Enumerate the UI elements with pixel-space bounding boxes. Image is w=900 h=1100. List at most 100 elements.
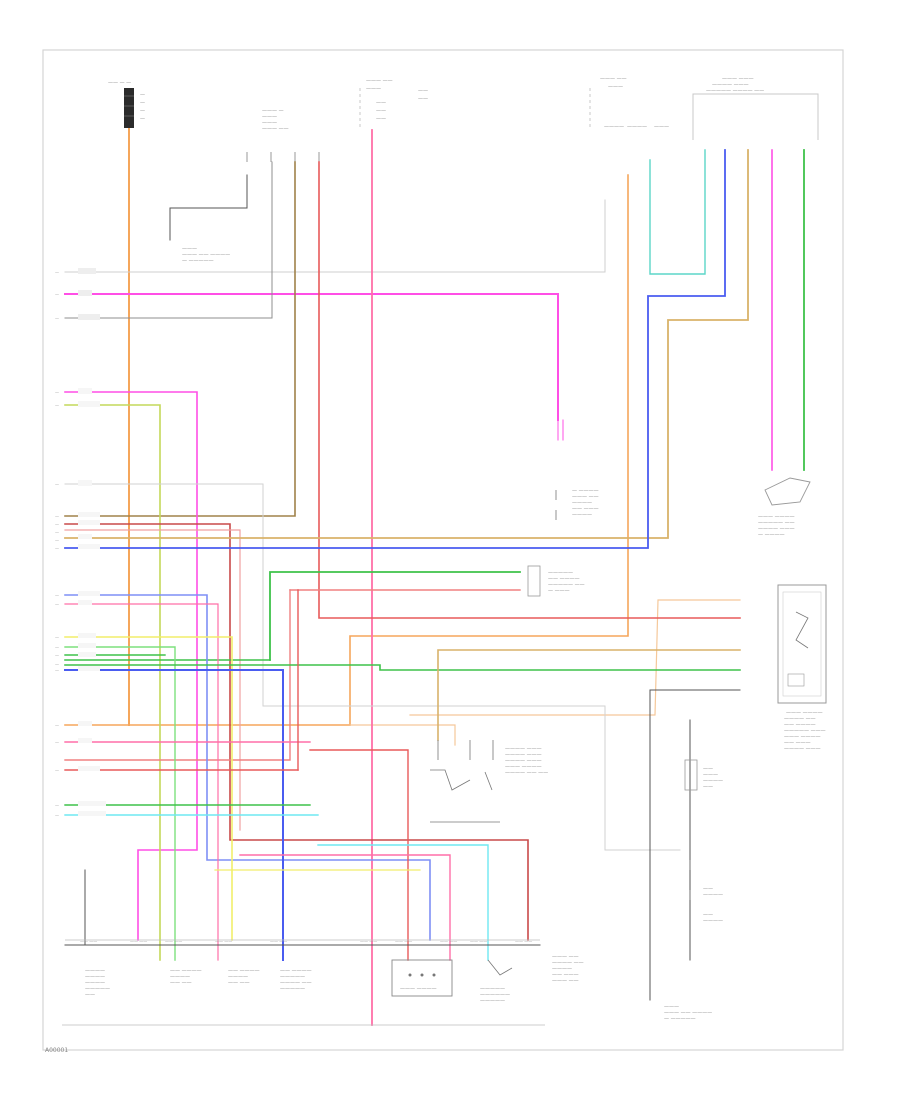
svg-text:——— ————: ——— ————	[784, 734, 821, 740]
svg-text:—————: —————	[280, 986, 305, 992]
svg-text:——: ——	[376, 108, 386, 114]
svg-text:—: —	[140, 116, 145, 122]
left-pin-labels: — — — — — — — — — — — — — — — — — — — — …	[55, 270, 59, 818]
svg-text:—: —	[55, 482, 59, 487]
top-right-module: ——— ——— ———— ——— ————— ———— ——	[692, 76, 819, 140]
svg-text:——— ——: ——— ——	[572, 494, 599, 500]
svg-text:———: ———	[664, 1004, 679, 1010]
svg-text:——: ——	[703, 784, 713, 790]
mid-relay: ————— —— ———— ————— —— — ———	[527, 565, 585, 597]
relay-box: ——— ———— ———— —— —— ———— ————— ——— ——— —…	[777, 584, 827, 752]
svg-text:—: —	[55, 645, 59, 650]
svg-text:—— ————: —— ————	[784, 722, 816, 728]
svg-text:—— ——: —— ——	[395, 939, 412, 944]
svg-text:————: ————	[703, 892, 723, 898]
svg-text:—: —	[55, 292, 59, 297]
top-left-connector: —— — — — — — —	[108, 80, 145, 145]
svg-text:———— ——: ———— ——	[552, 960, 584, 966]
svg-text:—————: —————	[280, 974, 305, 980]
svg-text:—: —	[55, 403, 59, 408]
svg-text:—: —	[55, 803, 59, 808]
svg-text:——: ——	[418, 88, 428, 94]
svg-text:——— ——: ——— ——	[600, 76, 627, 82]
svg-text:—: —	[140, 108, 145, 114]
svg-text:—: —	[55, 538, 59, 543]
svg-text:———: ———	[182, 246, 197, 252]
svg-text:———: ———	[262, 114, 277, 120]
svg-text:—— ——: —— ——	[165, 939, 182, 944]
ignition-fuse-connector: ——— —— ——— —— —— —— —— ——	[359, 78, 428, 130]
svg-text:——— ——: ——— ——	[262, 126, 289, 132]
svg-text:—: —	[55, 635, 59, 640]
svg-text:———— ———: ———— ———	[505, 746, 542, 752]
svg-text:——— —: ——— —	[262, 108, 284, 114]
svg-text:—— ———: —— ———	[784, 740, 811, 746]
bottom-connector-row: —— —— —— —— —— —— —— —— —— —— —— —— —— —…	[62, 939, 545, 1026]
svg-text:—: —	[55, 813, 59, 818]
wire-color-labels	[78, 268, 106, 816]
svg-text:—: —	[55, 316, 59, 321]
svg-text:—: —	[55, 390, 59, 395]
svg-text:—————: —————	[85, 986, 110, 992]
svg-text:————: ————	[703, 778, 723, 784]
top-right-small-connector: ——— —— ———	[589, 76, 627, 130]
svg-text:————: ————	[703, 918, 723, 924]
svg-text:—: —	[55, 546, 59, 551]
svg-text:—: —	[55, 653, 59, 658]
svg-text:—— ——: —— ——	[215, 939, 232, 944]
svg-text:——— —— ————: ——— —— ————	[182, 252, 230, 258]
svg-text:—— ———: —— ———	[552, 972, 579, 978]
svg-text:——— ————: ——— ————	[786, 710, 823, 716]
svg-text:———— ———: ———— ———	[758, 526, 795, 532]
svg-text:————: ————	[170, 974, 190, 980]
diagram-frame	[42, 49, 844, 1051]
svg-text:————: ————	[85, 974, 105, 980]
svg-text:———: ———	[608, 84, 623, 90]
svg-text:— —————: — —————	[664, 1016, 696, 1022]
svg-text:—————: —————	[480, 986, 505, 992]
svg-text:————— ——: ————— ——	[758, 520, 795, 526]
svg-text:—: —	[55, 593, 59, 598]
svg-text:— ———: — ———	[548, 588, 570, 594]
right-sensor-component: ——— ———— ————— —— ———— ——— — ————	[758, 477, 811, 538]
svg-text:————: ————	[572, 500, 592, 506]
svg-text:————: ————	[572, 512, 592, 518]
svg-text:—: —	[140, 92, 145, 98]
svg-text:———— —— ——: ———— —— ——	[505, 770, 548, 776]
wires	[64, 129, 805, 1026]
svg-text:—: —	[55, 602, 59, 607]
svg-text:—: —	[55, 270, 59, 275]
svg-text:——: ——	[418, 96, 428, 102]
svg-text:————— ———: ————— ———	[784, 728, 826, 734]
svg-text:————: ————	[85, 968, 105, 974]
svg-text:————: ————	[228, 974, 248, 980]
svg-text:——— ——: ——— ——	[552, 978, 579, 984]
svg-text:——: ——	[703, 766, 713, 772]
svg-text:————: ————	[604, 124, 624, 130]
svg-text:———— ——: ———— ——	[280, 980, 312, 986]
svg-text:—: —	[55, 668, 59, 673]
svg-text:——: ——	[703, 912, 713, 918]
svg-text:——: ——	[85, 992, 95, 998]
svg-text:———— ———: ———— ———	[712, 82, 749, 88]
svg-text:—— ————: —— ————	[170, 968, 202, 974]
svg-text:—: —	[55, 768, 59, 773]
svg-text:—: —	[55, 514, 59, 519]
svg-text:—: —	[55, 530, 59, 535]
svg-text:—————: —————	[480, 998, 505, 1004]
svg-text:— ————: — ————	[572, 488, 599, 494]
svg-text:———: ———	[654, 124, 669, 130]
svg-text:——: ——	[376, 100, 386, 106]
svg-text:—— — —: —— — —	[108, 80, 131, 86]
svg-text:——————: ——————	[480, 992, 510, 998]
bottom-solenoid-box: ——— ———— ————— —————— ————— ——— —— ———— …	[391, 954, 584, 1004]
svg-text:—— ————: —— ————	[548, 576, 580, 582]
svg-text:— —————: — —————	[182, 258, 214, 264]
svg-text:—— ——: —— ——	[80, 939, 97, 944]
module-connector-top-left: ——— — ——— ——— ——— ——	[246, 108, 320, 162]
fuel-pump-sensors: —— ——— ———— —— —— ———— —— ———— ——— ——— —…	[664, 759, 723, 1022]
diagram-id: A00001	[45, 1047, 68, 1054]
svg-text:——— ————: ——— ————	[758, 514, 795, 520]
svg-text:———— ———: ———— ———	[784, 746, 821, 752]
